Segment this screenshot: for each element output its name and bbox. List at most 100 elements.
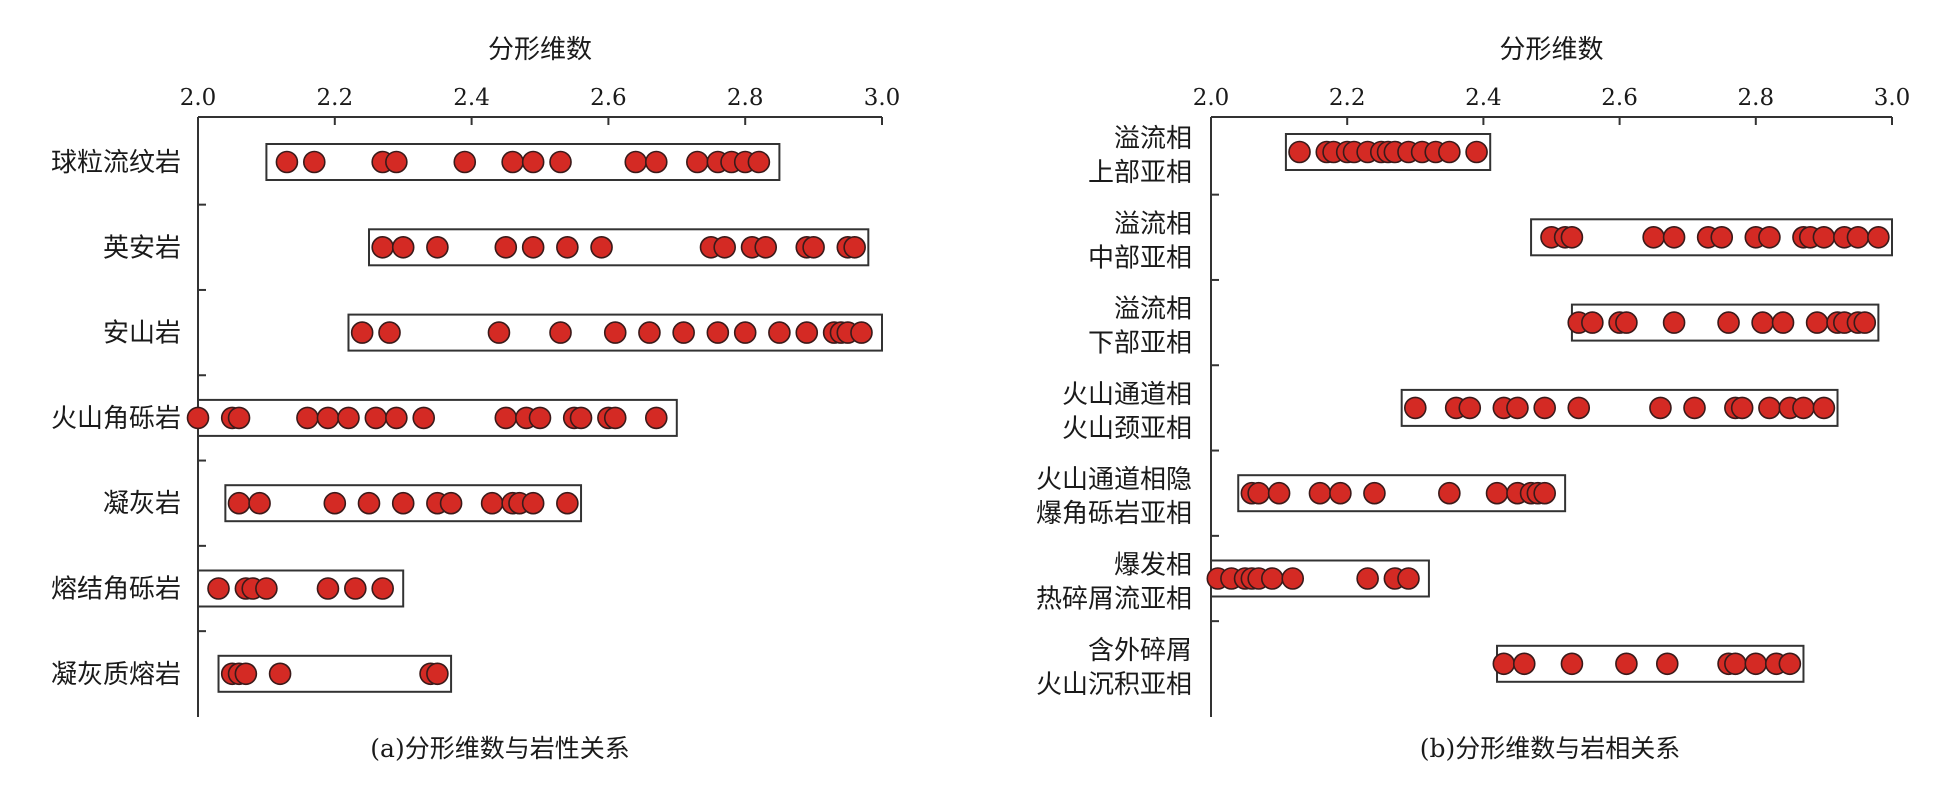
data-point <box>644 150 668 174</box>
data-point <box>1662 226 1686 249</box>
x-tick-label: 2.0 <box>1193 85 1230 111</box>
data-point <box>207 577 230 600</box>
data-point <box>590 236 613 259</box>
data-point <box>1363 481 1386 505</box>
category-label: 溢流相 <box>1114 209 1192 239</box>
data-point <box>302 150 326 174</box>
axis-title: 分形维数 <box>488 35 592 65</box>
data-point <box>385 150 408 174</box>
data-point <box>316 577 340 600</box>
data-point <box>1267 481 1291 505</box>
category-label: 上部亚相 <box>1088 158 1192 188</box>
data-point <box>1288 140 1311 164</box>
data-point <box>1683 396 1706 420</box>
data-point <box>1771 311 1795 334</box>
category-label: 热碎屑流亚相 <box>1036 585 1192 615</box>
category-label: 凝灰质熔岩 <box>51 660 181 690</box>
data-point <box>1649 396 1672 420</box>
data-point <box>1465 140 1488 164</box>
data-point <box>1642 226 1665 249</box>
data-point <box>1751 311 1774 334</box>
data-point <box>802 236 825 259</box>
data-point <box>1812 226 1836 249</box>
data-point <box>1260 567 1284 590</box>
data-point <box>337 406 360 430</box>
data-point <box>521 236 545 259</box>
range-box <box>368 228 870 267</box>
data-point <box>1758 226 1781 249</box>
data-point <box>1329 481 1352 505</box>
category-label: 凝灰岩 <box>103 489 181 519</box>
data-point <box>248 491 271 515</box>
data-point <box>1724 652 1747 676</box>
data-point <box>1560 652 1584 676</box>
data-point <box>638 321 661 344</box>
data-point <box>350 321 374 344</box>
range-box <box>265 143 781 181</box>
data-point <box>603 406 627 430</box>
category-label: 球粒流纹岩 <box>51 148 181 178</box>
data-point <box>494 236 518 259</box>
data-point <box>1744 652 1768 676</box>
x-tick-label: 2.0 <box>180 85 217 111</box>
category-label: 火山通道相隐 <box>1036 465 1192 495</box>
data-point <box>439 491 463 515</box>
data-point <box>1458 396 1482 420</box>
x-tick-label: 2.2 <box>1329 85 1366 111</box>
data-point <box>1615 652 1638 676</box>
category-label: 中部亚相 <box>1088 243 1192 273</box>
data-point <box>1567 396 1591 420</box>
data-point <box>1560 226 1584 249</box>
data-point <box>1397 567 1420 590</box>
data-point <box>1533 481 1556 505</box>
data-point <box>453 150 477 174</box>
data-point <box>754 236 778 259</box>
data-point <box>1356 567 1379 590</box>
data-point <box>364 406 388 430</box>
data-point <box>1308 481 1332 505</box>
category-label: 溢流相 <box>1114 295 1192 325</box>
category-label: 火山沉积亚相 <box>1036 670 1192 700</box>
data-point <box>706 321 730 344</box>
data-point <box>747 150 771 174</box>
data-point <box>569 406 593 430</box>
data-point <box>521 150 545 174</box>
x-tick-label: 2.2 <box>317 85 354 111</box>
range-box <box>224 484 583 523</box>
data-point <box>672 321 695 344</box>
category-label: 火山颈亚相 <box>1062 414 1192 444</box>
category-label: 火山角砾岩 <box>51 404 181 434</box>
data-point <box>1492 652 1516 676</box>
data-point <box>1281 567 1305 590</box>
x-tick-label: 3.0 <box>864 85 901 111</box>
data-point <box>644 406 668 430</box>
data-point <box>412 406 436 430</box>
x-tick-label: 2.6 <box>590 85 627 111</box>
data-point <box>843 236 866 259</box>
category-label: 火山通道相 <box>1062 380 1192 410</box>
data-point <box>487 321 511 344</box>
data-point <box>556 236 579 259</box>
data-point <box>1438 481 1461 505</box>
range-box <box>197 569 405 608</box>
data-point <box>344 577 367 600</box>
data-point <box>391 491 415 515</box>
data-point <box>1710 226 1734 249</box>
data-point <box>1867 226 1890 249</box>
data-point <box>1792 396 1815 420</box>
x-tick-label: 2.8 <box>1738 85 1775 111</box>
data-point <box>768 321 791 344</box>
data-point <box>603 321 627 344</box>
data-point <box>275 150 299 174</box>
x-tick-label: 2.6 <box>1601 85 1638 111</box>
category-label: 熔结角砾岩 <box>51 575 181 605</box>
data-point <box>733 321 757 344</box>
range-box <box>1237 474 1567 513</box>
data-point <box>1615 311 1638 334</box>
data-point <box>521 491 545 515</box>
data-point <box>426 662 449 686</box>
figure-caption: (a)分形维数与岩性关系 <box>370 734 629 763</box>
